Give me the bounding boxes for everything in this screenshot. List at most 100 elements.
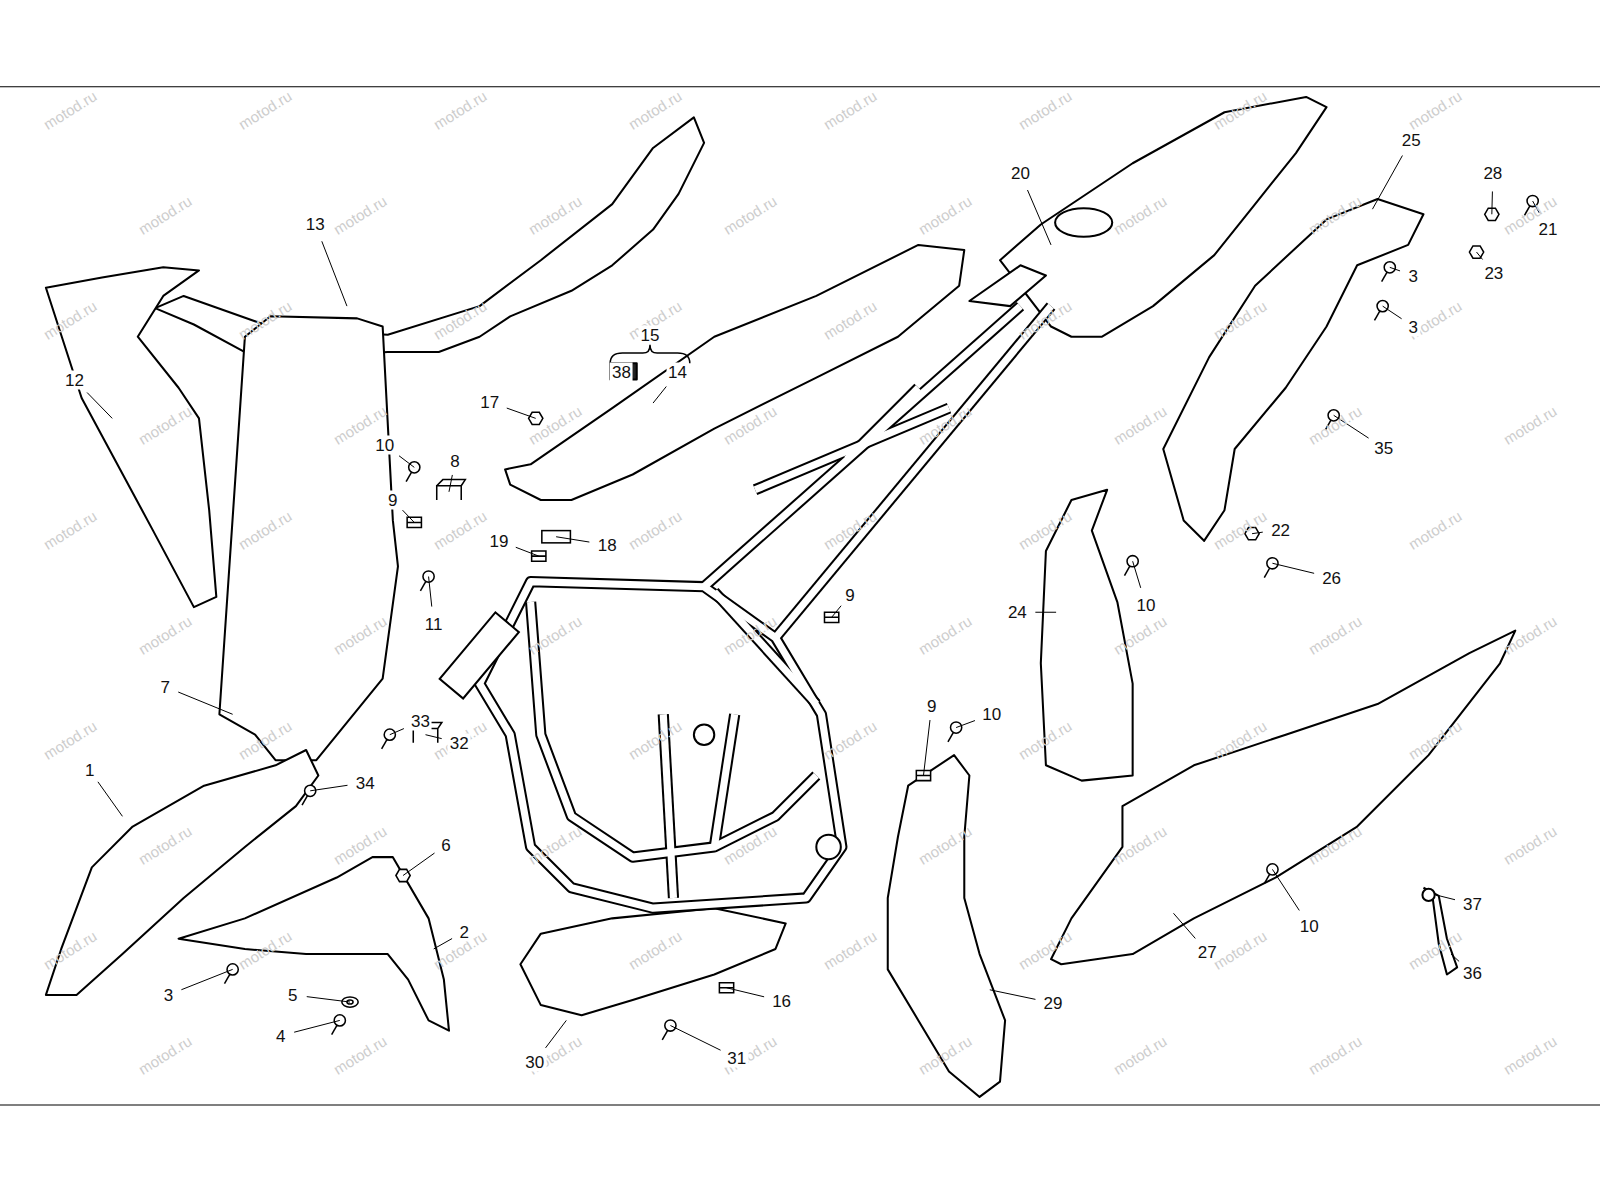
callout-number: 25 [1400, 130, 1423, 149]
leader-line [87, 392, 112, 418]
part-outline [332, 1015, 346, 1035]
part-outline [1469, 246, 1483, 258]
callout-number: 9 [843, 585, 856, 604]
callout-number: 22 [1269, 520, 1292, 539]
leader-line [1477, 252, 1483, 259]
part-outline [155, 117, 704, 357]
leader-line [1173, 913, 1195, 938]
part-outline [714, 714, 734, 847]
watermark: motod.ru [720, 192, 779, 238]
leader-line [507, 408, 536, 418]
leader-line [426, 735, 442, 739]
watermark: motod.ru [330, 1032, 389, 1078]
leader-line [98, 782, 123, 817]
part-outline [1051, 631, 1515, 965]
leader-line [403, 853, 434, 875]
callout-number: 3 [1407, 266, 1420, 285]
part-outline [440, 612, 519, 698]
callout-number: 34 [354, 773, 377, 792]
leader-line [990, 990, 1036, 1000]
callout-number: 9 [386, 491, 399, 510]
leader-line [310, 785, 347, 791]
leader-line [1035, 612, 1056, 613]
part-outline [1267, 864, 1278, 875]
callout-number: 13 [304, 215, 327, 234]
callout-number: 16 [770, 992, 793, 1011]
part-outline [46, 97, 1515, 1097]
part-outline [1055, 208, 1112, 237]
part-outline [714, 714, 734, 847]
leader-line [307, 997, 350, 1002]
part-outline [480, 582, 842, 909]
callout-number: 20 [1009, 164, 1032, 183]
callout-number: 30 [523, 1053, 546, 1072]
leader-line [923, 720, 930, 775]
callout-number: 4 [274, 1026, 287, 1045]
callout-number: 3 [162, 985, 175, 1004]
part-outline [719, 983, 733, 993]
watermark: motod.ru [40, 87, 99, 133]
part-outline [816, 835, 840, 859]
watermark: motod.ru [1305, 402, 1364, 448]
callout-number: 17 [478, 393, 501, 412]
part-outline [948, 722, 962, 742]
part-outline [776, 306, 1052, 638]
leader-line [1133, 561, 1141, 588]
part-outline [406, 462, 420, 482]
part-outline [755, 408, 949, 490]
watermark: motod.ru [1405, 87, 1464, 133]
part-outline [227, 964, 238, 975]
watermark: motod.ru [430, 87, 489, 133]
part-outline [505, 245, 964, 500]
part-outline [531, 602, 817, 857]
callout-number: 6 [439, 835, 452, 854]
leader-line [670, 1026, 720, 1051]
watermark: motod.ru [1110, 402, 1169, 448]
part-outline [1163, 199, 1423, 541]
watermark: motod.ru [1405, 507, 1464, 553]
watermark: motod.ru [525, 192, 584, 238]
leader-line [1372, 156, 1402, 210]
watermark: motod.ru [1110, 1032, 1169, 1078]
watermark: motod.ru [135, 1032, 194, 1078]
watermark: motod.ru [135, 192, 194, 238]
leader-line [181, 969, 232, 989]
callout-number: 28 [1481, 164, 1504, 183]
part-outline [1374, 301, 1388, 321]
part-outline [179, 857, 449, 1030]
leader-line [1383, 306, 1402, 319]
leader-line [322, 241, 347, 306]
part-outline [969, 265, 1046, 306]
callout-number: 3 [1407, 317, 1420, 336]
part-outline [888, 755, 1005, 1097]
callout-number: 10 [373, 435, 396, 454]
callout-number: 2 [458, 922, 471, 941]
callout-number: 10 [1134, 596, 1157, 615]
watermark: motod.ru [625, 507, 684, 553]
part-outline [520, 908, 785, 1015]
part-outline [1264, 864, 1278, 884]
callout-number: 37 [1461, 895, 1484, 914]
callout-number: 38 [610, 363, 633, 382]
part-outline [224, 195, 1538, 1039]
leader-line [1027, 190, 1051, 245]
callout-number: 29 [1042, 994, 1065, 1013]
callout-number: 9 [925, 697, 938, 716]
part-outline [1422, 889, 1434, 901]
callout-number: 31 [725, 1049, 748, 1068]
part-outline [824, 612, 838, 622]
leader-line [956, 721, 975, 728]
leader-line [390, 729, 404, 735]
leader-line [449, 475, 452, 492]
part-outline [224, 964, 238, 984]
part-outline [1384, 262, 1395, 273]
callout-number: 5 [286, 985, 299, 1004]
part-outline [384, 729, 395, 740]
part-outline [704, 306, 1020, 587]
part-outline [714, 592, 816, 704]
part-outline [0, 87, 1600, 1105]
watermark: motod.ru [330, 192, 389, 238]
callout-number: 19 [488, 531, 511, 550]
